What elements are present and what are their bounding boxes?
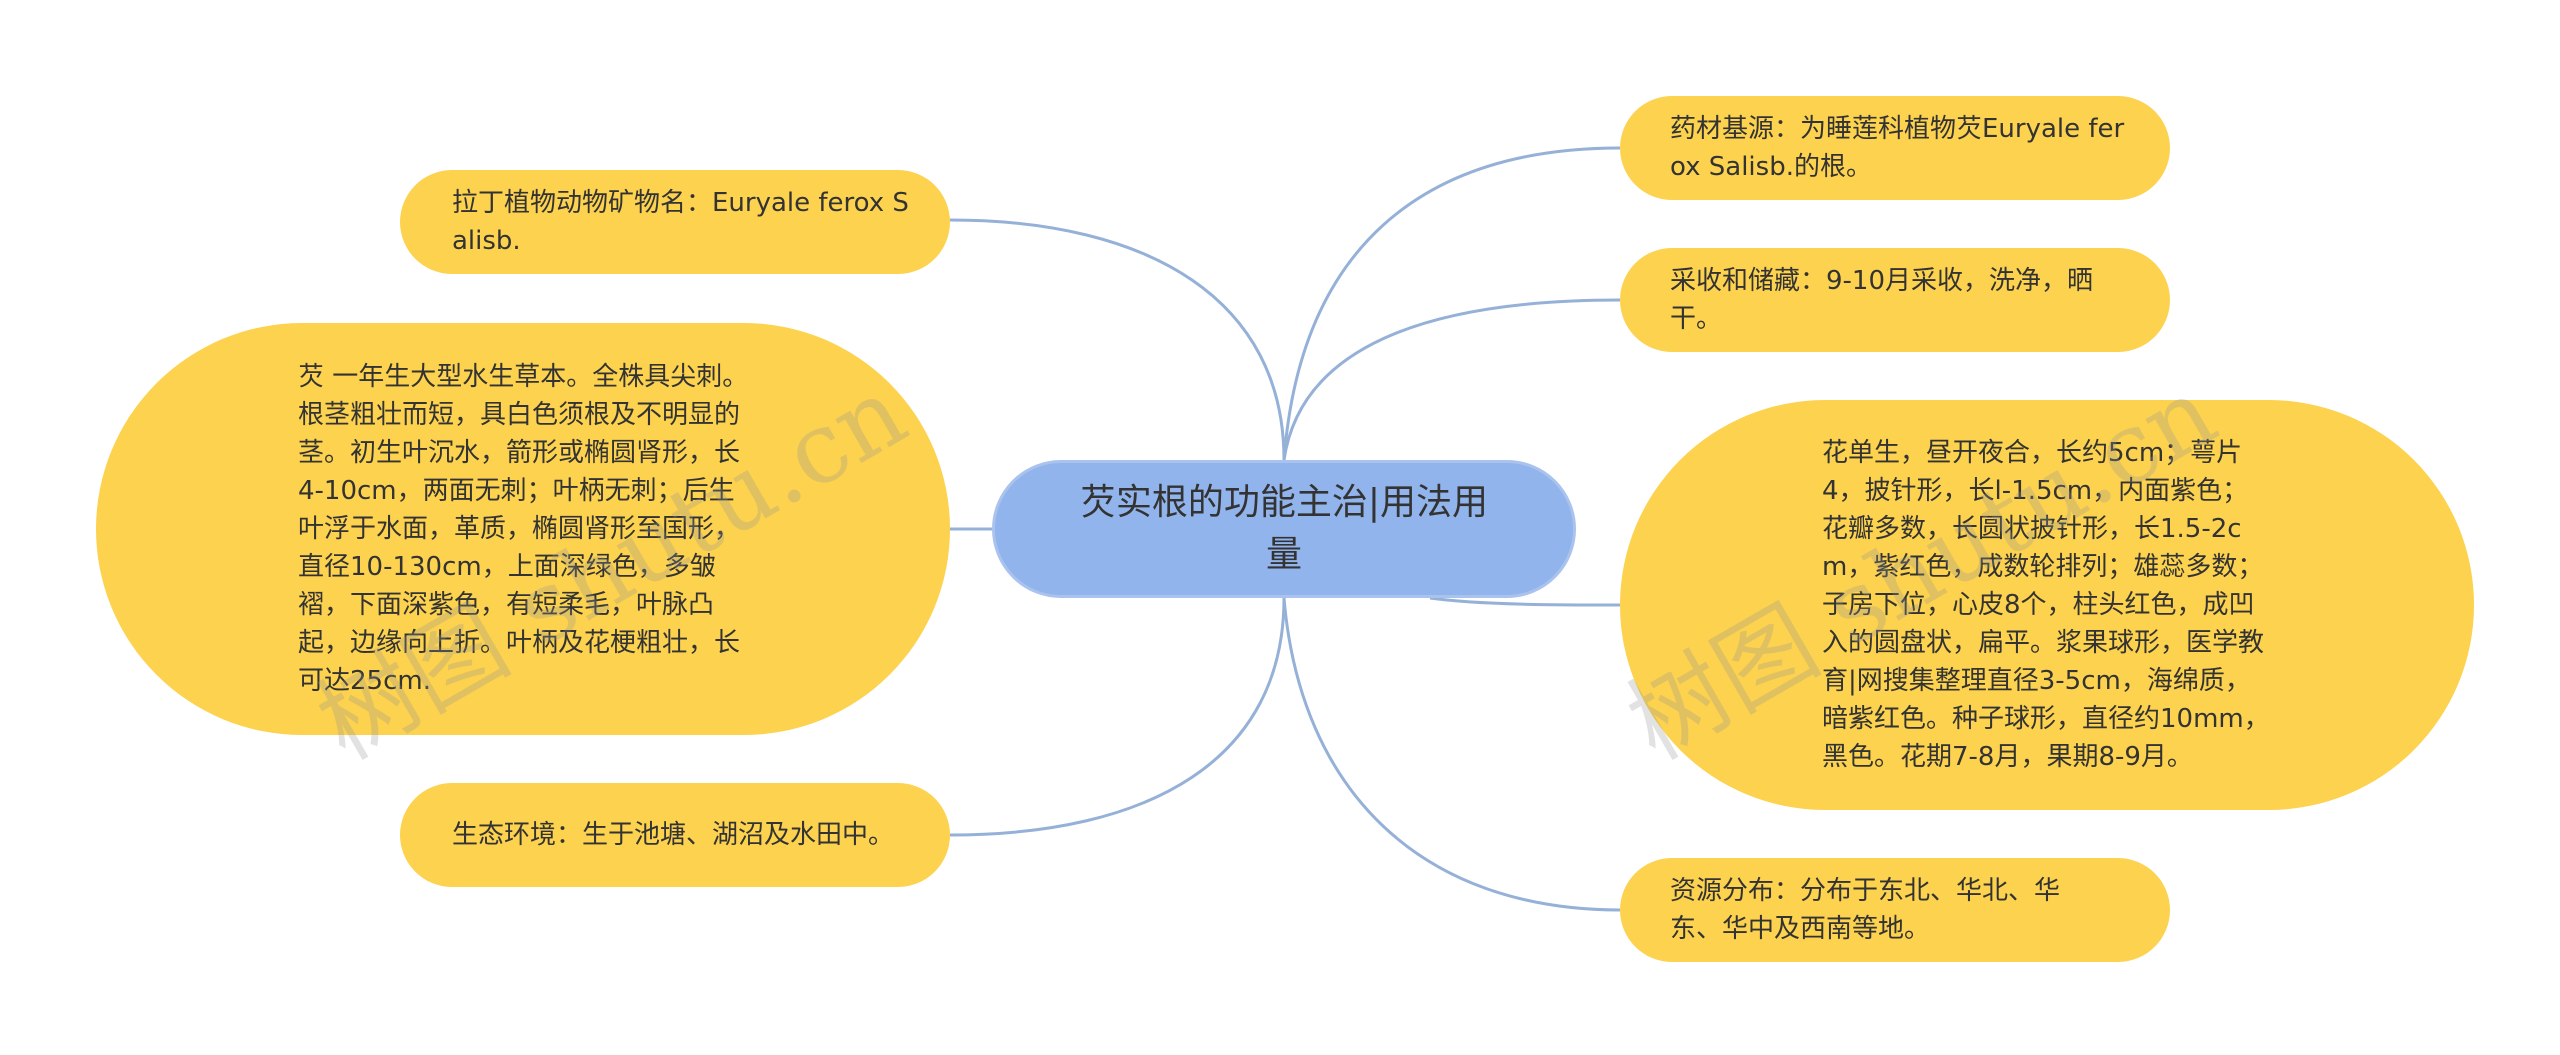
central-topic[interactable]: 芡实根的功能主治|用法用量 [992, 460, 1576, 598]
node-distribution-text: 资源分布：分布于东北、华北、华东、华中及西南等地。 [1670, 876, 2061, 944]
node-latin-name-text: 拉丁植物动物矿物名：Euryale ferox Salisb. [452, 188, 909, 256]
node-habitat-text: 生态环境：生于池塘、湖沼及水田中。 [452, 820, 895, 850]
link-habitat [949, 597, 1286, 837]
node-description[interactable]: 芡 一年生大型水生草本。全株具尖刺。根茎粗壮而短，具白色须根及不明显的茎。初生叶… [96, 323, 950, 735]
node-source[interactable]: 药材基源：为睡莲科植物芡Euryale ferox Salisb.的根。 [1620, 96, 2170, 200]
node-harvest[interactable]: 采收和储藏：9-10月采收，洗净，晒干。 [1620, 248, 2170, 352]
link-latin-name [949, 218, 1286, 461]
node-flower-text: 花单生，昼开夜合，长约5cm；萼片4，披针形，长l-1.5cm，内面紫色；花瓣多… [1822, 438, 2270, 772]
link-distribution [1282, 597, 1621, 912]
node-distribution[interactable]: 资源分布：分布于东北、华北、华东、华中及西南等地。 [1620, 858, 2170, 962]
link-flower [1429, 596, 1621, 607]
link-source [1282, 146, 1621, 461]
node-habitat[interactable]: 生态环境：生于池塘、湖沼及水田中。 [400, 783, 950, 887]
node-flower[interactable]: 花单生，昼开夜合，长约5cm；萼片4，披针形，长l-1.5cm，内面紫色；花瓣多… [1620, 400, 2474, 810]
node-description-text: 芡 一年生大型水生草本。全株具尖刺。根茎粗壮而短，具白色须根及不明显的茎。初生叶… [298, 362, 749, 696]
central-topic-label: 芡实根的功能主治|用法用量 [1079, 482, 1489, 575]
node-harvest-text: 采收和储藏：9-10月采收，洗净，晒干。 [1670, 266, 2094, 334]
node-source-text: 药材基源：为睡莲科植物芡Euryale ferox Salisb.的根。 [1670, 114, 2125, 182]
link-harvest [1282, 298, 1621, 461]
node-latin-name[interactable]: 拉丁植物动物矿物名：Euryale ferox Salisb. [400, 170, 950, 274]
